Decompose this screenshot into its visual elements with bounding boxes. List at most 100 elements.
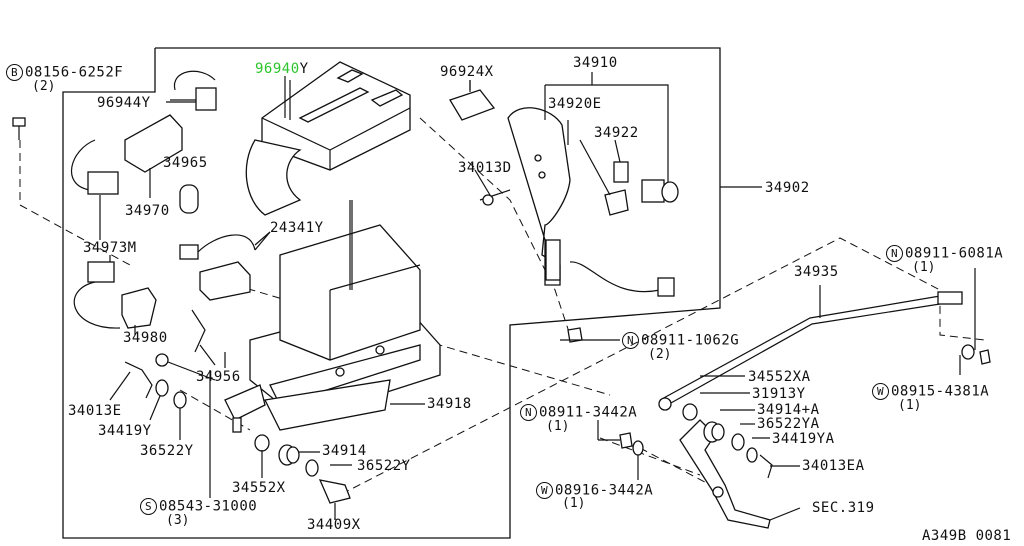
nut-08911-6081A xyxy=(979,349,991,365)
label-24341Y: 24341Y xyxy=(270,220,324,236)
part-34970 xyxy=(124,114,183,198)
label-96940Y: 96940Y xyxy=(255,61,309,77)
label-34013EA: 34013EA xyxy=(802,458,865,474)
label-34902: 34902 xyxy=(765,180,810,196)
nut-08911-3442A xyxy=(619,432,633,449)
label-36522Y-mid: 36522Y xyxy=(357,458,411,474)
qty-08911-6081A: (1) xyxy=(912,260,936,275)
bolt-08156 xyxy=(12,117,26,140)
part-34965 xyxy=(179,184,199,214)
label-34922: 34922 xyxy=(594,125,639,141)
dash-nut xyxy=(599,437,701,476)
part-34920E xyxy=(579,139,629,216)
leaders xyxy=(109,72,976,520)
label-34970: 34970 xyxy=(125,203,170,219)
part-34980 xyxy=(73,261,157,329)
label-34918: 34918 xyxy=(427,396,472,412)
label-34409X: 34409X xyxy=(307,517,361,533)
label-34914A: 34914+A xyxy=(757,402,820,418)
part-34409X xyxy=(318,479,351,520)
label-34973M: 34973M xyxy=(83,240,137,256)
label-34013E: 34013E xyxy=(68,403,122,419)
part-96944Y xyxy=(170,70,217,111)
part-34013E xyxy=(124,361,153,399)
dash-washer2 xyxy=(639,447,721,491)
washer-36522Y-mid xyxy=(305,459,319,477)
washer-36522Y xyxy=(173,391,187,409)
label-08915-4381A-text: 08915-4381A xyxy=(891,383,990,400)
label-sec319: SEC.319 xyxy=(812,500,875,516)
screw-34013D xyxy=(479,189,511,206)
qty-08911-3442A: (1) xyxy=(546,419,570,434)
label-34552XA: 34552XA xyxy=(748,369,811,385)
part-34914 xyxy=(278,444,300,466)
marker-n-1062G: N xyxy=(622,332,639,349)
qty-08916-3442A: (1) xyxy=(562,496,586,511)
bush-34552XA xyxy=(682,403,698,421)
part-24341Y xyxy=(179,231,271,301)
clip-34013EA xyxy=(759,454,773,479)
qty-08156: (2) xyxy=(32,79,56,94)
bolt-08543 xyxy=(155,353,216,498)
qty-08543-31000: (3) xyxy=(166,513,190,528)
label-34419Y: 34419Y xyxy=(98,423,152,439)
cable-34935 xyxy=(658,285,963,411)
marker-n-6081A: N xyxy=(886,245,903,262)
washer-08916 xyxy=(632,440,644,456)
assembly-frame-left xyxy=(62,47,721,539)
label-96924X: 96924X xyxy=(440,64,494,80)
marker-n-3442A: N xyxy=(520,404,537,421)
label-08156-text: 08156-6252F xyxy=(25,64,124,81)
label-34956: 34956 xyxy=(196,369,241,385)
marker-s: S xyxy=(140,498,157,515)
dash-cable-b xyxy=(329,237,986,501)
dash-bolt-left xyxy=(19,140,131,266)
washer-34419Y xyxy=(155,379,169,397)
diagram-ref-code: A349B 0081 xyxy=(922,528,1012,544)
label-08911-3442A-text: 08911-3442A xyxy=(539,404,638,421)
label-96940-suffix: Y xyxy=(299,61,309,77)
part-96924X xyxy=(449,80,496,121)
qty-08915-4381A: (1) xyxy=(898,398,922,413)
washer-36522YA xyxy=(731,433,745,451)
marker-w-4381A: W xyxy=(872,383,889,400)
label-08543-31000-text: 08543-31000 xyxy=(159,498,258,515)
part-34956 xyxy=(191,309,216,366)
marker-w-3442A: W xyxy=(536,482,553,499)
label-34552X: 34552X xyxy=(232,480,286,496)
label-08911-6081A-text: 08911-6081A xyxy=(905,245,1004,262)
label-34920E: 34920E xyxy=(548,96,602,112)
part-34914A xyxy=(703,421,725,443)
label-31913Y: 31913Y xyxy=(752,386,806,402)
label-08911-1062G-text: 08911-1062G xyxy=(641,332,740,349)
label-36522YA: 36522YA xyxy=(757,416,820,432)
label-34910: 34910 xyxy=(573,55,618,71)
bush-34552X xyxy=(254,434,270,452)
label-96940-highlight: 96940 xyxy=(255,61,300,77)
label-96944Y: 96944Y xyxy=(97,95,151,111)
part-96940Y xyxy=(245,61,411,216)
label-08916-3442A-text: 08916-3442A xyxy=(555,482,654,499)
label-34013D: 34013D xyxy=(458,160,512,176)
part-34910-knob xyxy=(507,84,675,297)
washer-34419YA xyxy=(746,447,758,463)
label-34965: 34965 xyxy=(163,155,208,171)
label-34935: 34935 xyxy=(794,264,839,280)
part-34973M xyxy=(71,139,119,240)
label-34914: 34914 xyxy=(322,443,367,459)
washer-08915 xyxy=(961,344,975,360)
marker-b: B xyxy=(6,64,23,81)
dash-knob xyxy=(419,117,571,336)
label-34419YA: 34419YA xyxy=(772,431,835,447)
part-34918-base xyxy=(224,200,441,433)
label-36522Y-left: 36522Y xyxy=(140,443,194,459)
